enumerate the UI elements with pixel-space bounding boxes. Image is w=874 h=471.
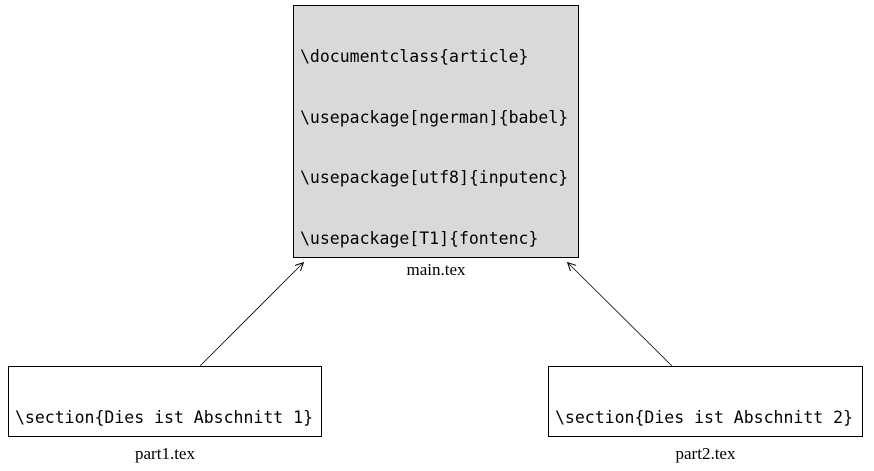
part2-tex-box: \section{Dies ist Abschnitt 2} Hier ein …	[548, 366, 863, 437]
part2-tex-label: part2.tex	[675, 444, 736, 463]
code-line: \usepackage[utf8]{inputenc}	[300, 168, 569, 187]
code-line: \section{Dies ist Abschnitt 1}	[15, 408, 314, 427]
part1-tex-label: part1.tex	[135, 444, 195, 463]
arrow-part1-to-main	[199, 263, 303, 367]
arrow-part2-to-main	[568, 263, 673, 367]
code-line: \usepackage[T1]{fontenc}	[300, 228, 539, 248]
main-tex-box: \documentclass{article} \usepackage[nger…	[293, 5, 579, 258]
code-line: \section{Dies ist Abschnitt 2}	[555, 408, 854, 427]
code-line: \usepackage[ngerman]{babel}	[300, 107, 569, 127]
main-tex-label: main.tex	[406, 260, 466, 279]
code-line: \documentclass{article}	[300, 47, 529, 66]
part1-tex-box: \section{Dies ist Abschnitt 1} Hier ein …	[8, 366, 322, 437]
